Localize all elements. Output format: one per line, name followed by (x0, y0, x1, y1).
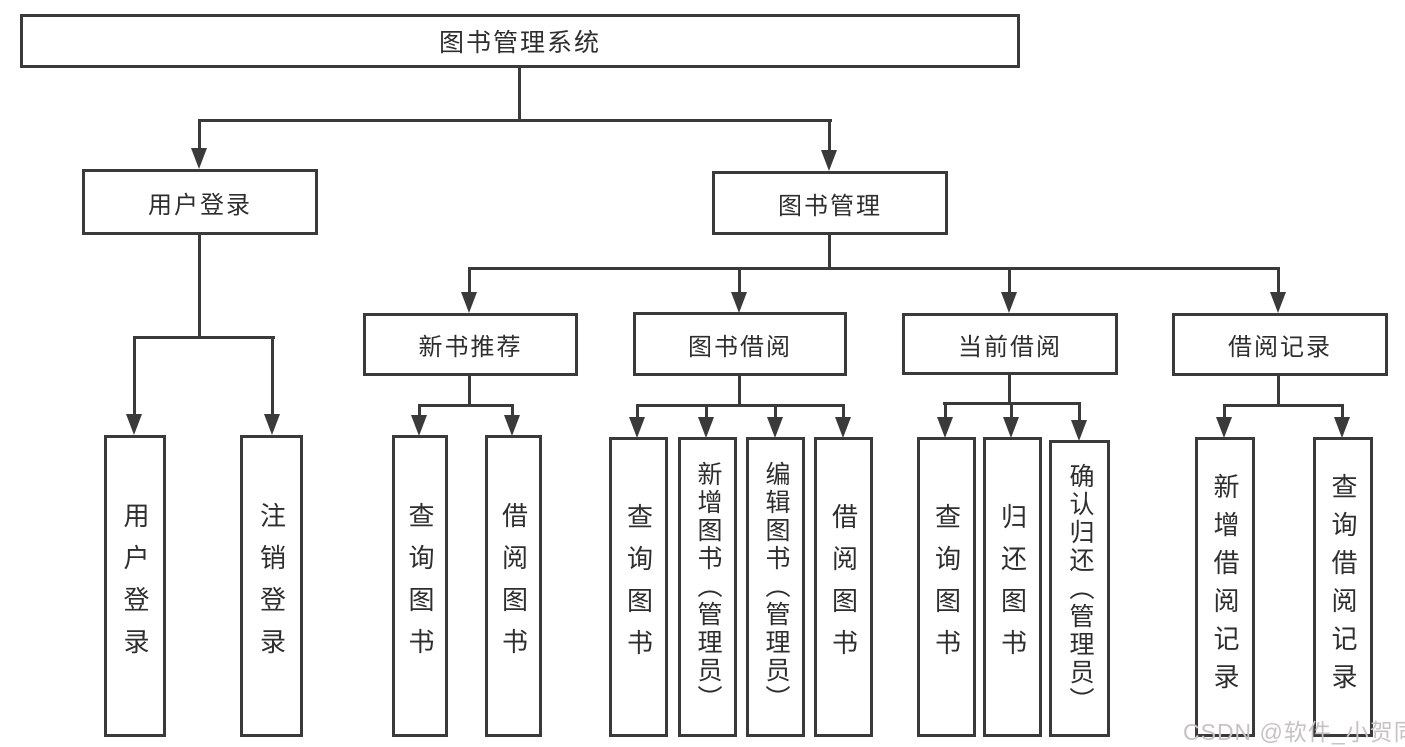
connector-line (1010, 402, 1013, 417)
leaf-newbooks-query-label: 查询图书 (405, 502, 435, 670)
node-root: 图书管理系统 (20, 14, 1020, 68)
connector-line (1223, 404, 1226, 419)
connector-line (944, 402, 947, 417)
connector-line (1223, 404, 1344, 407)
arrow-down-icon (767, 417, 783, 438)
arrow-down-icon (411, 415, 427, 436)
arrow-down-icon (1270, 292, 1286, 313)
arrow-down-icon (835, 417, 851, 438)
leaf-borrow-query: 查询图书 (609, 437, 668, 737)
arrow-down-icon (629, 417, 645, 438)
arrow-down-icon (264, 414, 280, 435)
leaf-borrow-add-label: 新增图书（管理员） (694, 461, 722, 713)
connector-line (774, 404, 777, 419)
node-current-borrow: 当前借阅 (902, 313, 1118, 375)
connector-line (1008, 267, 1011, 295)
connector-line (418, 404, 514, 407)
node-book-borrow: 图书借阅 (633, 312, 847, 376)
connector-line (468, 267, 1280, 270)
connector-line (468, 267, 471, 295)
connector-line (636, 404, 845, 407)
leaf-record-query: 查询借阅记录 (1313, 437, 1373, 737)
leaf-user-login-label: 用户登录 (120, 502, 150, 670)
connector-line (418, 404, 421, 418)
leaf-record-add-label: 新增借阅记录 (1210, 473, 1240, 701)
arrow-down-icon (1003, 417, 1019, 438)
csdn-watermark: CSDN @软件_小贺同学 (1183, 719, 1405, 745)
leaf-current-confirm: 确认归还（管理员） (1049, 440, 1110, 737)
node-new-books: 新书推荐 (363, 313, 578, 376)
node-current-borrow-label: 当前借阅 (958, 333, 1062, 361)
arrow-down-icon (821, 150, 837, 171)
leaf-record-query-label: 查询借阅记录 (1328, 473, 1358, 701)
connector-line (1078, 402, 1081, 420)
node-book-mgmt: 图书管理 (712, 171, 948, 235)
leaf-borrow-add: 新增图书（管理员） (678, 437, 737, 737)
node-book-mgmt-label: 图书管理 (778, 192, 882, 220)
connector-line (1008, 373, 1011, 405)
leaf-borrow-query-label: 查询图书 (623, 503, 654, 671)
node-user-login: 用户登录 (82, 169, 318, 235)
leaf-borrow-edit: 编辑图书（管理员） (746, 437, 805, 737)
arrow-down-icon (126, 414, 142, 435)
arrow-down-icon (731, 292, 747, 313)
leaf-current-return-label: 归还图书 (997, 503, 1028, 671)
connector-line (828, 119, 831, 155)
connector-line (705, 404, 708, 419)
connector-line (1277, 374, 1280, 407)
arrow-down-icon (1001, 292, 1017, 313)
connector-line (636, 404, 639, 419)
connector-line (828, 234, 831, 270)
node-user-login-label: 用户登录 (148, 191, 252, 219)
node-borrow-record: 借阅记录 (1172, 313, 1388, 376)
arrow-down-icon (937, 417, 953, 438)
connector-line (198, 119, 832, 122)
connector-line (271, 336, 274, 418)
arrow-down-icon (1216, 417, 1232, 438)
connector-line (1277, 267, 1280, 295)
connector-line (518, 66, 521, 122)
node-borrow-record-label: 借阅记录 (1228, 334, 1332, 361)
arrow-down-icon (504, 415, 520, 436)
leaf-current-query: 查询图书 (917, 437, 976, 737)
leaf-logout: 注销登录 (240, 435, 303, 737)
leaf-current-return: 归还图书 (983, 437, 1042, 737)
arrow-down-icon (698, 417, 714, 438)
connector-line (738, 374, 741, 407)
arrow-down-icon (1071, 420, 1087, 441)
connector-line (133, 336, 275, 339)
connector-line (133, 336, 136, 418)
connector-line (198, 233, 201, 339)
connector-line (198, 119, 201, 153)
leaf-logout-label: 注销登录 (256, 502, 287, 670)
leaf-current-confirm-label: 确认归还（管理员） (1066, 462, 1094, 715)
connector-line (842, 404, 845, 419)
leaf-newbooks-borrow: 借阅图书 (485, 435, 542, 737)
leaf-borrow-borrow: 借阅图书 (814, 437, 873, 737)
leaf-borrow-borrow-label: 借阅图书 (828, 503, 859, 671)
node-book-borrow-label: 图书借阅 (688, 333, 792, 361)
connector-line (1341, 404, 1344, 419)
connector-line (511, 404, 514, 418)
leaf-current-query-label: 查询图书 (931, 503, 962, 671)
connector-line (738, 267, 741, 295)
node-new-books-label: 新书推荐 (418, 334, 523, 361)
connector-line (468, 374, 471, 407)
arrow-down-icon (1334, 417, 1350, 438)
arrow-down-icon (461, 292, 477, 313)
leaf-user-login: 用户登录 (104, 435, 166, 737)
leaf-newbooks-query: 查询图书 (392, 435, 448, 737)
leaf-borrow-edit-label: 编辑图书（管理员） (762, 461, 790, 713)
leaf-newbooks-borrow-label: 借阅图书 (498, 502, 529, 670)
leaf-record-add: 新增借阅记录 (1195, 437, 1255, 737)
arrow-down-icon (191, 148, 207, 169)
node-root-label: 图书管理系统 (438, 29, 601, 57)
